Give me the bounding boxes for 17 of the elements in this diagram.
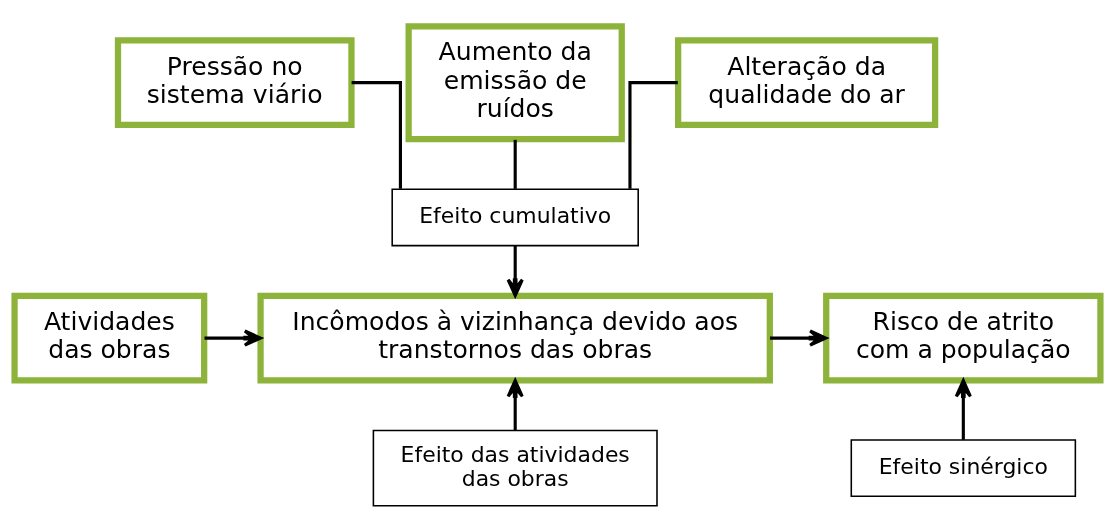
node-box: Aumento da emissão de ruídos — [405, 23, 625, 143]
node-box: Incômodos à vizinhança devido aos transtornos das obras — [257, 292, 773, 384]
arrow — [506, 379, 524, 431]
arrow — [204, 329, 263, 347]
connector — [513, 139, 517, 189]
node-box: Efeito das atividades das obras — [372, 429, 658, 507]
arrow — [770, 329, 828, 347]
node-box: Risco de atrito com a população — [823, 292, 1104, 384]
node-box: Efeito cumulativo — [391, 188, 639, 247]
arrow — [954, 379, 972, 440]
node-box: Alteração da qualidade do ar — [675, 37, 939, 129]
connector — [628, 81, 678, 189]
node-box: Efeito sinérgico — [850, 439, 1077, 498]
node-box: Pressão no sistema viário — [114, 37, 355, 129]
node-box: Atividades das obras — [11, 292, 208, 384]
arrow — [506, 246, 524, 298]
connector — [351, 81, 402, 189]
